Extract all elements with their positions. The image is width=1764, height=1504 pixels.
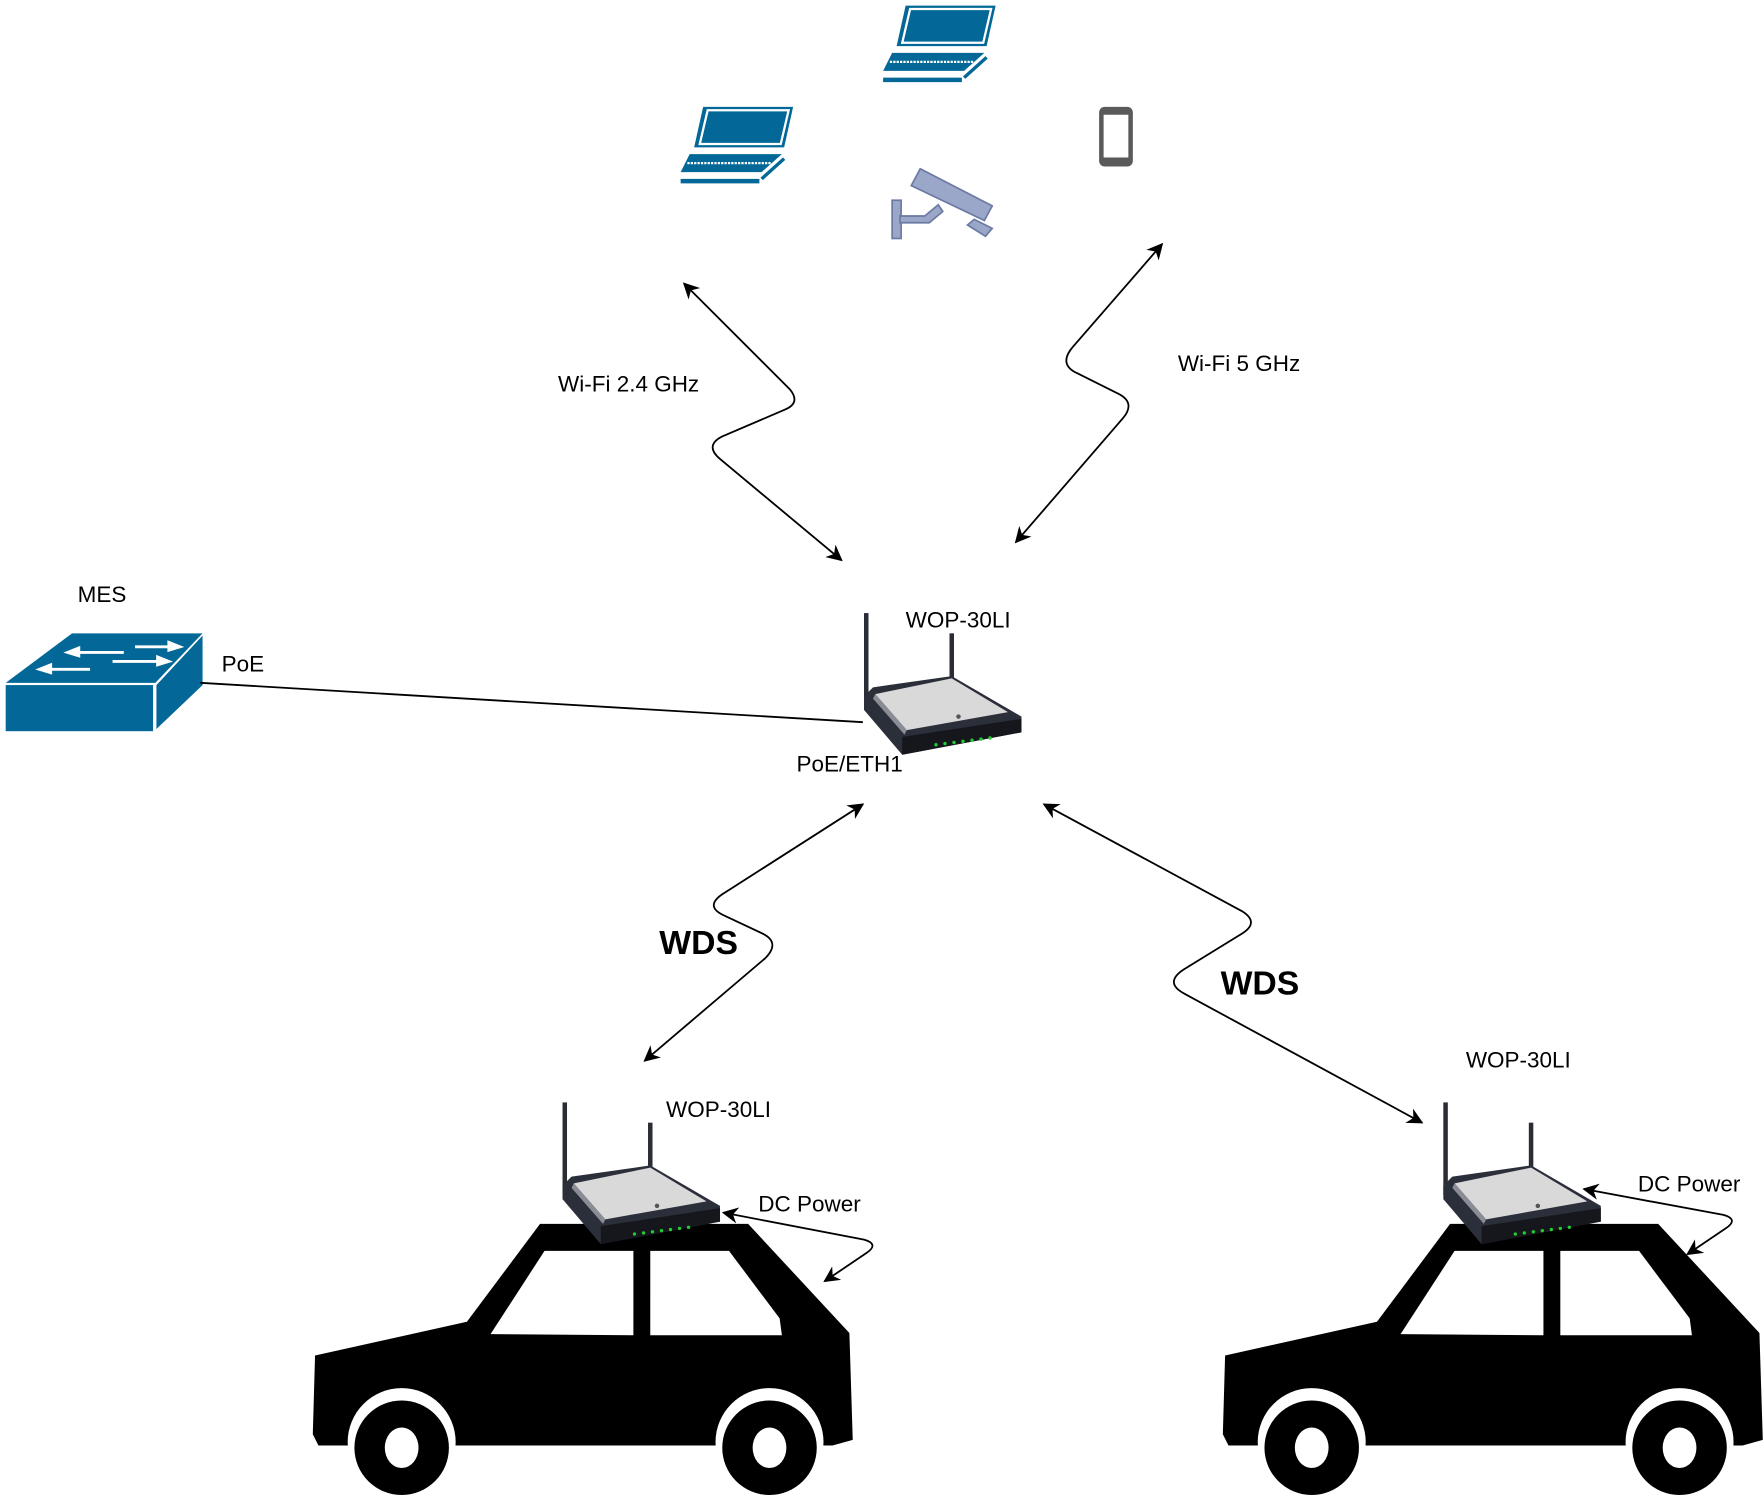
wifi-24-label: Wi-Fi 2.4 GHz (558, 371, 699, 396)
car-icon (1222, 1223, 1763, 1497)
laptop-icon (681, 107, 793, 181)
car-icon (312, 1223, 853, 1497)
wds-right-label: WDS (1221, 964, 1300, 1002)
wifi-5-label: Wi-Fi 5 GHz (1178, 351, 1300, 376)
phone-icon (1099, 106, 1133, 167)
wds-left-link (643, 803, 865, 1062)
ap-left-label: WOP-30LI (666, 1097, 771, 1122)
dc-left-label: DC Power (758, 1192, 861, 1217)
router-icon (1443, 1102, 1601, 1245)
dc-power-left-link (721, 1207, 874, 1283)
wds-left-label: WDS (659, 924, 738, 962)
dc-power-right-link (1582, 1183, 1733, 1256)
wifi-24-link (682, 282, 843, 562)
ap-center-label: WOP-30LI (906, 608, 1011, 633)
camera-icon (891, 167, 994, 240)
ap-right-label: WOP-30LI (1466, 1048, 1571, 1073)
poe-eth1-label: PoE/ETH1 (797, 752, 903, 777)
poe-link (200, 681, 863, 724)
dc-right-label: DC Power (1638, 1171, 1741, 1196)
switch-label: MES (78, 582, 127, 607)
poe-label: PoE (222, 652, 265, 677)
router-icon (562, 1102, 721, 1245)
laptop-icon (883, 6, 995, 80)
wds-right-link (1042, 803, 1424, 1124)
wifi-5-link (1014, 242, 1164, 544)
switch-icon (5, 633, 203, 732)
router-icon (864, 613, 1022, 755)
